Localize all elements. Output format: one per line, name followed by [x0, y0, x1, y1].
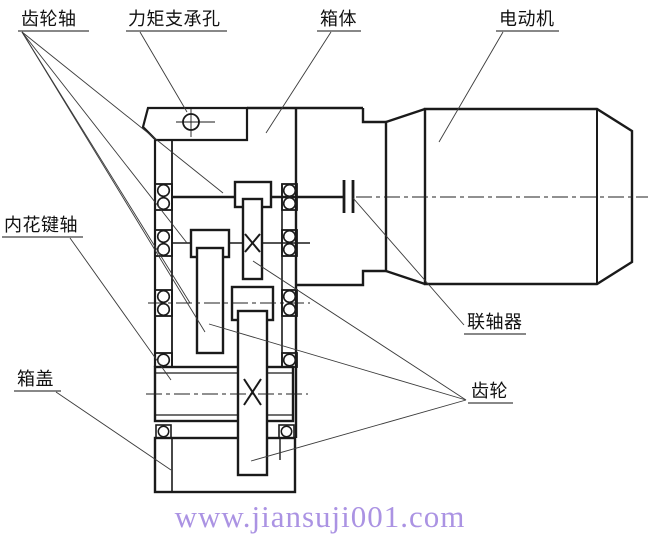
bearing-pair-icon [154, 183, 173, 211]
torque-block-outline [141, 106, 249, 142]
mesh-x2b [243, 378, 262, 406]
leader-gear-2 [208, 323, 467, 401]
bearing-pair-icon [281, 229, 298, 257]
leader-gear-shaft-4 [21, 31, 206, 333]
label-housing: 箱体 [320, 9, 357, 29]
leader-torque-hole [139, 31, 188, 113]
callout-labels: 齿轮轴 力矩支承孔 箱体 电动机 内花键轴 箱盖 联轴器 齿轮 [2, 9, 559, 404]
bearing-single-icon [278, 424, 295, 439]
centerlines [146, 196, 648, 395]
watermark-link[interactable]: www.jiansuji001.com [175, 499, 466, 534]
torque-support-block [141, 106, 249, 142]
gear-mesh-marks [243, 233, 262, 406]
label-gear: 齿轮 [471, 381, 508, 401]
leader-gear-1 [252, 260, 467, 401]
leader-cover [55, 391, 172, 471]
bearing-pair-icon [281, 289, 298, 317]
leader-coupling [352, 197, 465, 326]
label-gear-shaft: 齿轮轴 [21, 9, 77, 29]
bearing-pair-icon [281, 183, 298, 211]
housing-cover-outline [153, 436, 297, 494]
gear1-shaft-body [241, 197, 264, 281]
motor-flange-bottom [385, 269, 426, 286]
leader-lines [21, 31, 504, 471]
mesh-x1b [244, 233, 261, 253]
label-torque-support-hole: 力矩支承孔 [128, 9, 221, 29]
leader-gear-shaft-1 [21, 31, 224, 194]
label-internal-spline-shaft: 内花键轴 [4, 215, 78, 235]
bearing-single-icon [154, 352, 173, 368]
bearing-single-icon [281, 352, 298, 368]
motor-flange-top [385, 107, 426, 124]
leader-housing [265, 31, 332, 134]
bearing-pair-icon [154, 229, 173, 257]
bearings [154, 183, 298, 439]
label-coupling: 联轴器 [467, 312, 523, 332]
coupling-symbol [342, 180, 355, 213]
label-motor: 电动机 [499, 9, 555, 29]
label-housing-cover: 箱盖 [17, 369, 54, 389]
bearing-single-icon [155, 424, 172, 439]
leader-spline-shaft [69, 237, 172, 381]
leader-gear-3 [250, 399, 467, 462]
leader-motor [438, 31, 504, 143]
spline-shaft-body [195, 246, 225, 355]
leader-gear-shaft-2 [21, 31, 188, 244]
bearing-pair-icon [154, 289, 173, 317]
